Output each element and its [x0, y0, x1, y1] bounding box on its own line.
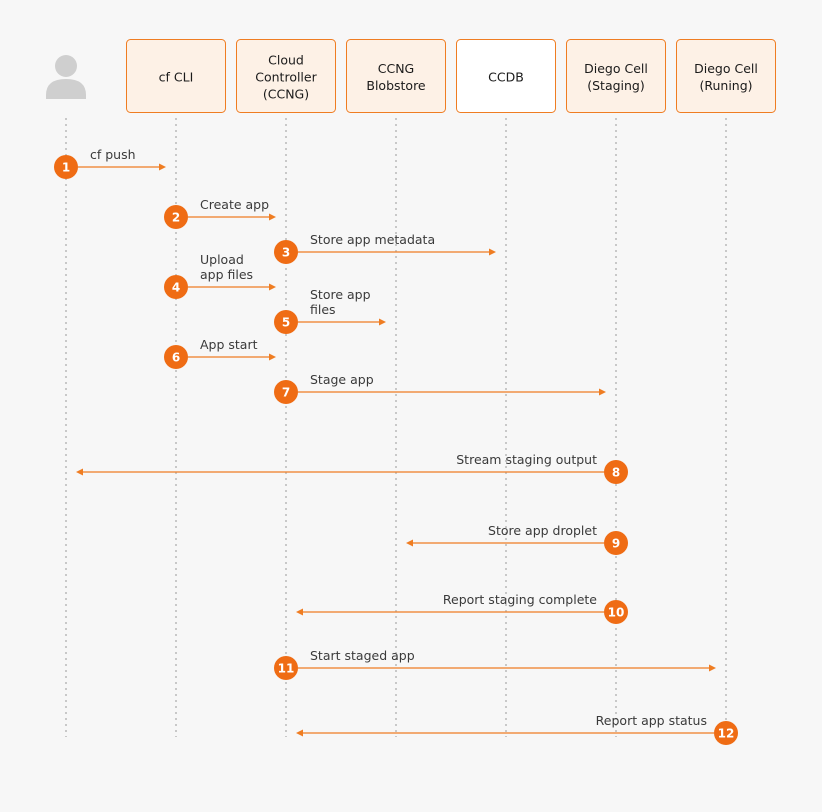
step-number: 2 — [172, 211, 180, 225]
arrow-head-icon — [296, 608, 303, 616]
arrow-head-icon — [709, 664, 716, 672]
message-label: app files — [200, 267, 253, 282]
step-badge — [604, 600, 628, 624]
step-number: 3 — [282, 246, 290, 260]
message-1: cf push 1 — [54, 147, 166, 179]
participant-label: Diego Cell — [694, 61, 758, 76]
step-badge — [274, 380, 298, 404]
step-number: 8 — [612, 466, 620, 480]
participant-label: Controller — [255, 70, 317, 85]
message-6: App start 6 — [164, 337, 276, 369]
arrow-head-icon — [296, 729, 303, 737]
step-number: 4 — [172, 281, 180, 295]
step-badge — [54, 155, 78, 179]
message-10: Report staging complete 10 — [296, 592, 628, 624]
step-number: 5 — [282, 316, 290, 330]
step-number: 10 — [608, 606, 625, 620]
arrow-head-icon — [269, 283, 276, 291]
message-7: Stage app 7 — [274, 372, 606, 404]
participant-label: Cloud — [268, 53, 304, 68]
user-icon — [46, 55, 86, 99]
step-number: 9 — [612, 537, 620, 551]
message-label: Report app status — [596, 713, 707, 728]
step-badge — [274, 310, 298, 334]
message-2: Create app 2 — [164, 197, 276, 229]
message-label: Create app — [200, 197, 269, 212]
arrow-head-icon — [406, 539, 413, 547]
message-label: Report staging complete — [443, 592, 597, 607]
step-badge — [164, 275, 188, 299]
step-number: 12 — [718, 727, 735, 741]
arrow-head-icon — [76, 468, 83, 476]
message-label: Store app droplet — [488, 523, 597, 538]
message-9: Store app droplet 9 — [406, 523, 628, 555]
participant-label: Blobstore — [366, 78, 426, 93]
participant-label: CCDB — [488, 70, 524, 85]
step-badge — [164, 205, 188, 229]
participant-label: (Runing) — [699, 78, 752, 93]
arrow-head-icon — [269, 353, 276, 361]
message-label: App start — [200, 337, 258, 352]
arrow-head-icon — [379, 318, 386, 326]
message-12: Report app status 12 — [296, 713, 738, 745]
arrow-head-icon — [159, 163, 166, 171]
participant-label: cf CLI — [159, 70, 194, 85]
message-label: Upload — [200, 252, 244, 267]
participant-label: CCNG — [378, 61, 415, 76]
participant-diego-staging: Diego Cell (Staging) — [566, 39, 666, 113]
message-label: files — [310, 302, 336, 317]
message-8: Stream staging output 8 — [76, 452, 628, 484]
message-3: Store app metadata 3 — [274, 232, 496, 264]
message-label: Stage app — [310, 372, 374, 387]
participant-cf-cli: cf CLI — [126, 39, 226, 113]
participant-label: (Staging) — [587, 78, 645, 93]
step-badge — [274, 240, 298, 264]
message-label: Start staged app — [310, 648, 415, 663]
step-number: 11 — [278, 662, 295, 676]
message-label: Stream staging output — [456, 452, 597, 467]
arrow-head-icon — [489, 248, 496, 256]
participant-blobstore: CCNG Blobstore — [346, 39, 446, 113]
step-badge — [714, 721, 738, 745]
step-badge — [604, 531, 628, 555]
message-label: Store app metadata — [310, 232, 435, 247]
message-label: cf push — [90, 147, 136, 162]
participant-ccdb: CCDB — [456, 39, 556, 113]
participant-label: Diego Cell — [584, 61, 648, 76]
step-number: 7 — [282, 386, 290, 400]
message-11: Start staged app 11 — [274, 648, 716, 680]
message-label: Store app — [310, 287, 371, 302]
participant-diego-running: Diego Cell (Runing) — [676, 39, 776, 113]
arrow-head-icon — [269, 213, 276, 221]
step-number: 1 — [62, 161, 70, 175]
step-number: 6 — [172, 351, 180, 365]
step-badge — [164, 345, 188, 369]
arrow-head-icon — [599, 388, 606, 396]
step-badge — [604, 460, 628, 484]
participant-label: (CCNG) — [263, 87, 309, 102]
step-badge — [274, 656, 298, 680]
